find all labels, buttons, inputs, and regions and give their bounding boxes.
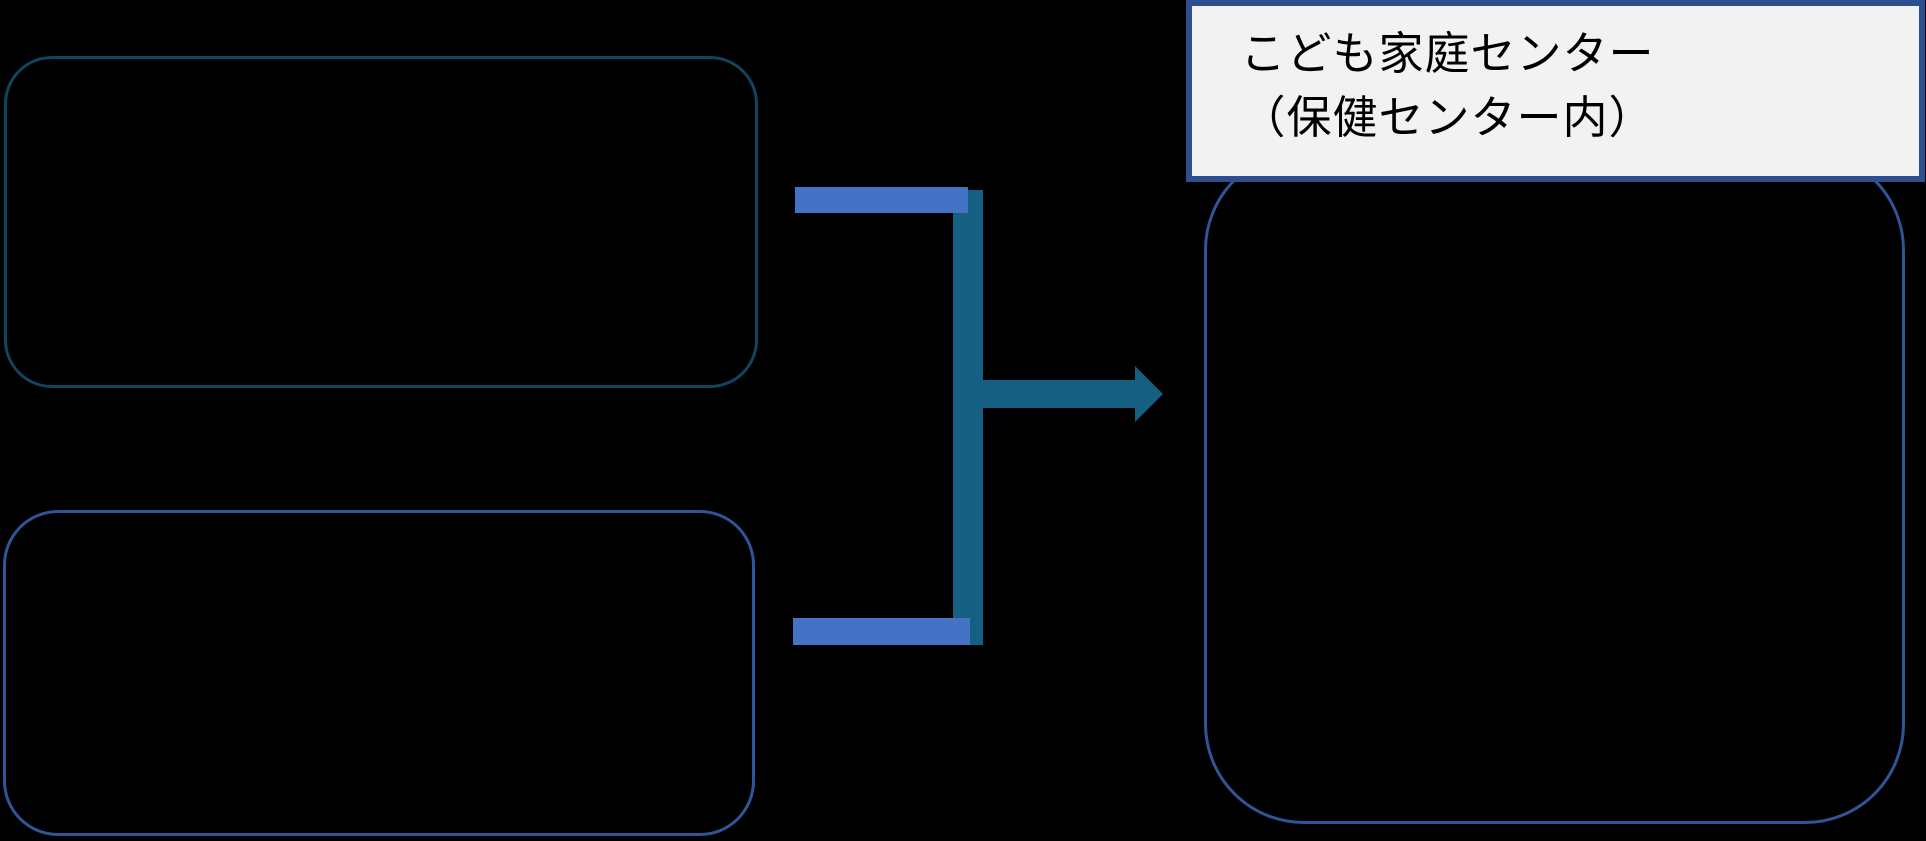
source-box-bottom bbox=[3, 510, 755, 836]
target-box bbox=[1204, 150, 1905, 824]
connector-bar-upper bbox=[795, 187, 968, 213]
target-header-line2: （保健センター内） bbox=[1240, 92, 1655, 143]
right-arrow-shaft bbox=[983, 380, 1135, 408]
target-header: こども家庭センター （保健センター内） bbox=[1186, 0, 1925, 182]
target-header-line1: こども家庭センター bbox=[1240, 28, 1655, 79]
source-box-top bbox=[4, 56, 758, 388]
target-header-text: こども家庭センター （保健センター内） bbox=[1192, 6, 1919, 150]
right-arrow-icon bbox=[1135, 366, 1163, 422]
connector-bar-lower bbox=[793, 618, 970, 645]
connector-vertical-bar bbox=[953, 190, 983, 645]
